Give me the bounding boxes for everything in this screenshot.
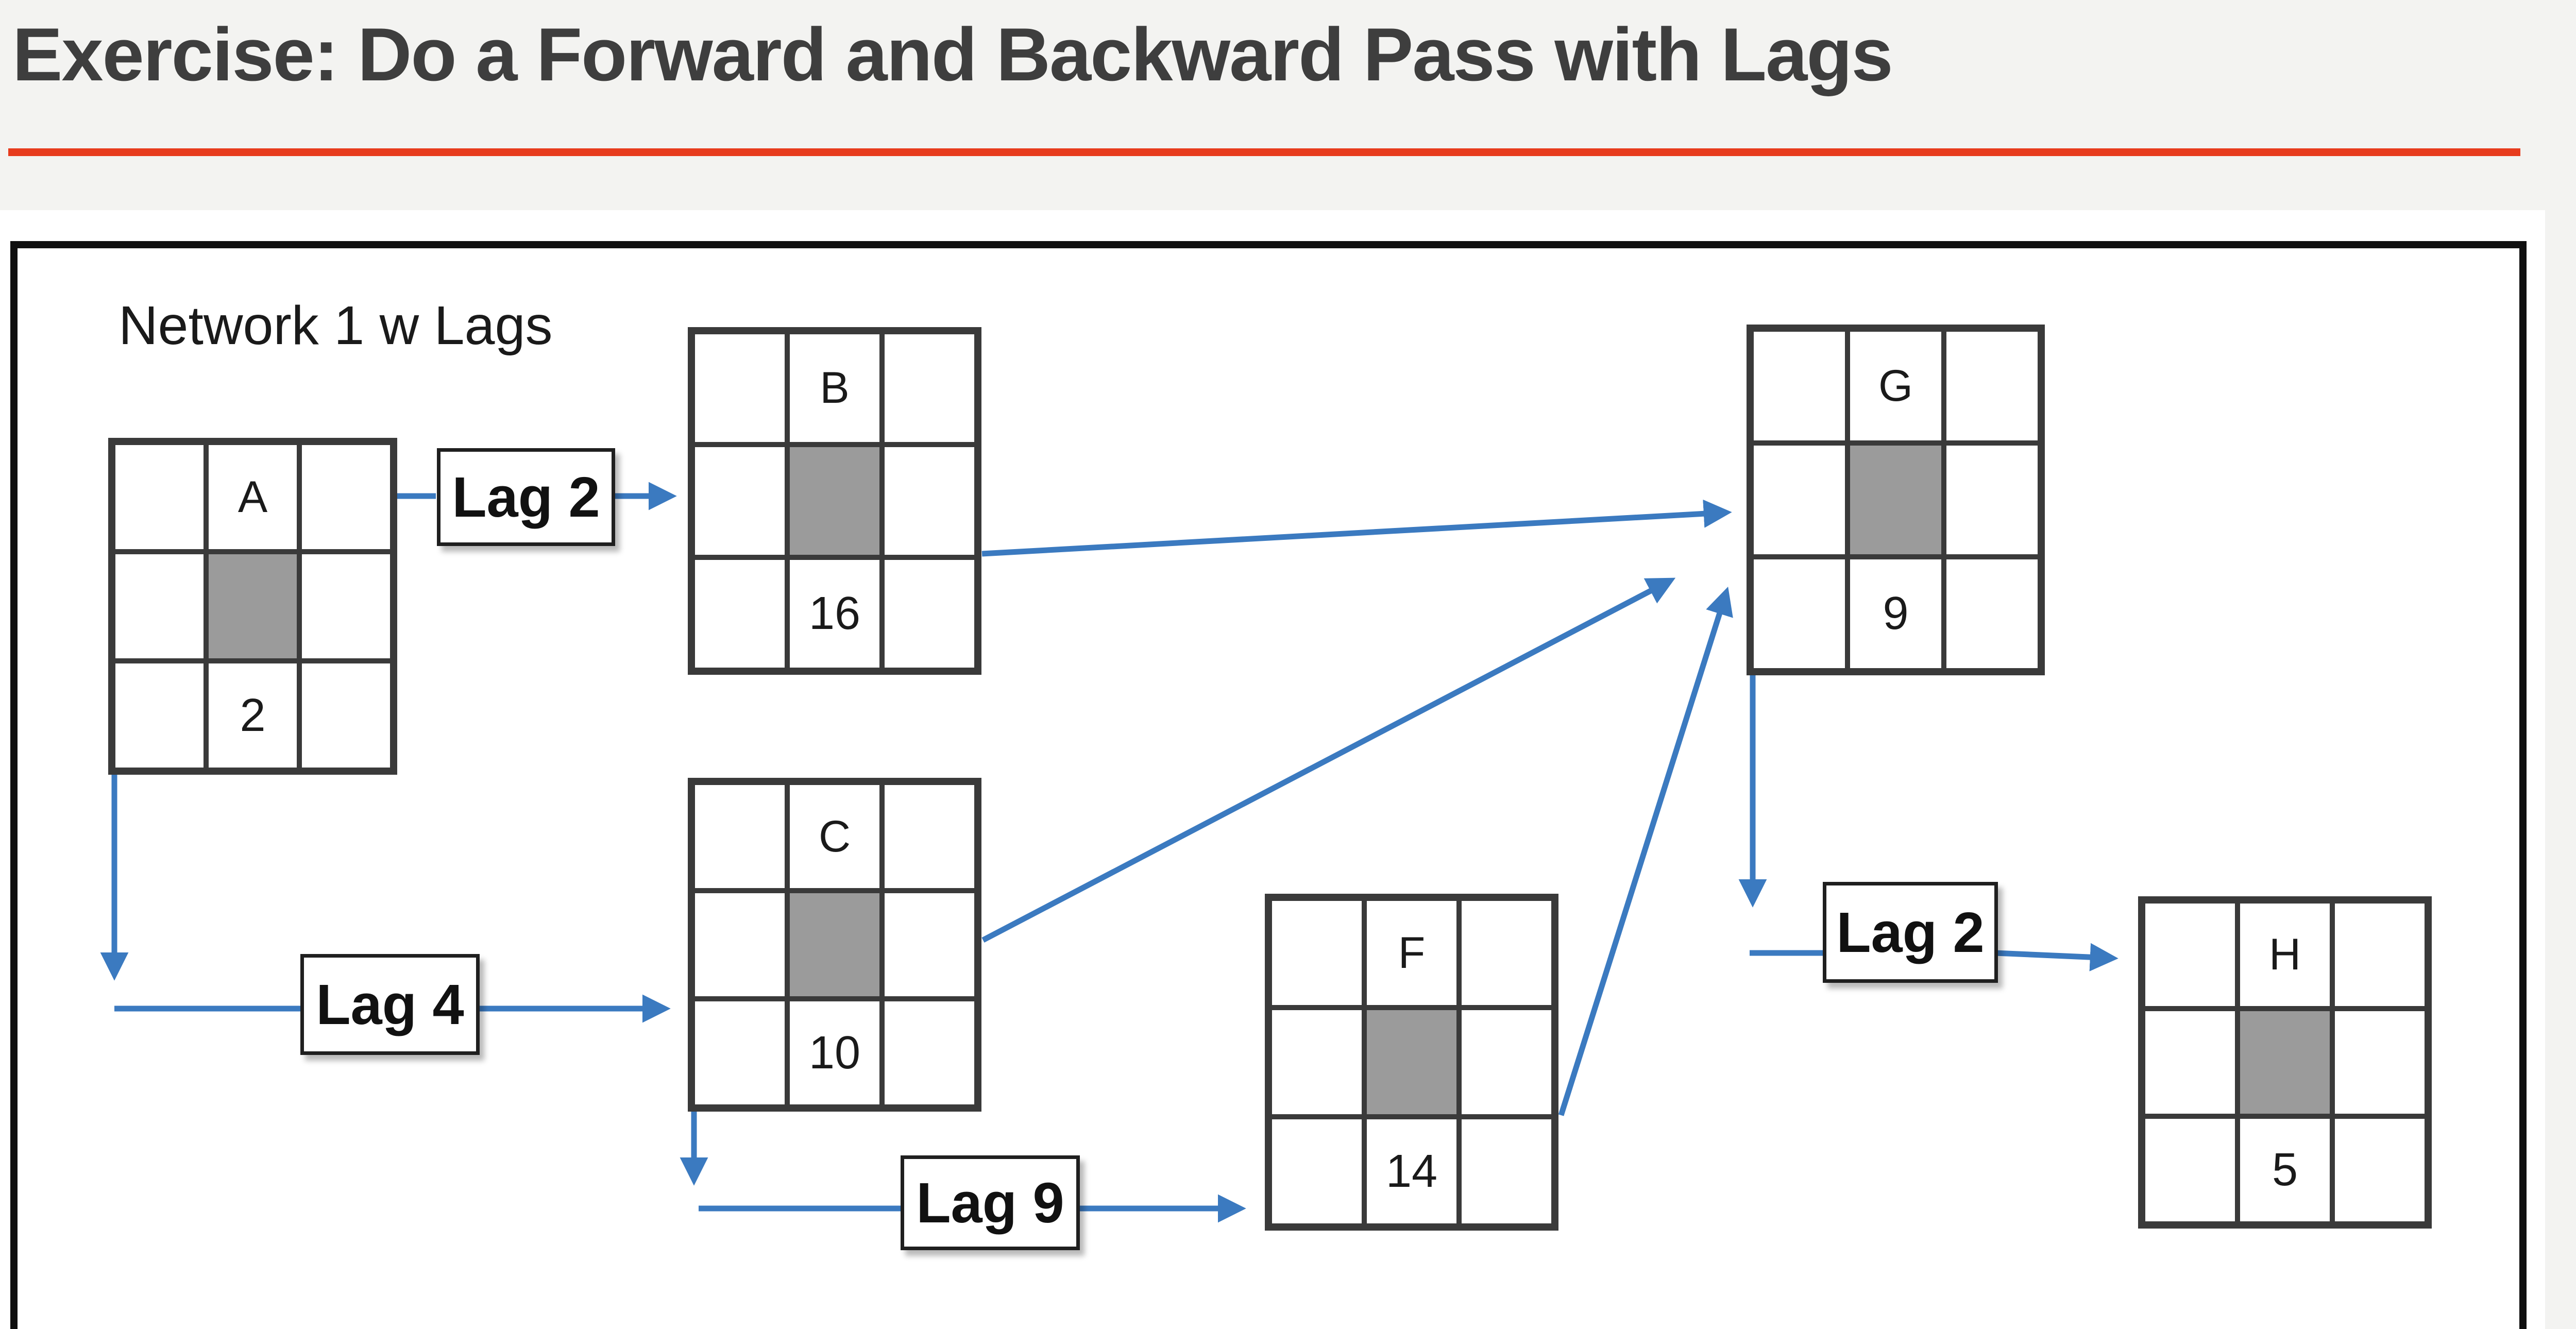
node-cell [1269,1008,1364,1117]
node-center-cell [787,891,882,999]
node-activity-letter: G [1848,329,1944,443]
title-underline [8,148,2520,156]
node-F: F 14 [1265,894,1558,1231]
node-activity-letter: F [1364,898,1459,1008]
node-center-cell [1848,443,1944,557]
node-cell [1269,898,1364,1008]
node-cell [692,557,787,670]
connector-f-to-g [1558,586,1733,1116]
node-cell [1944,557,2040,671]
node-duration: 5 [2238,1116,2332,1224]
node-cell [299,442,393,552]
node-cell [882,557,977,670]
node-cell [882,999,977,1107]
node-cell [692,445,787,557]
lag-label: Lag 9 [901,1155,1080,1250]
lag-label: Lag 2 [437,448,615,546]
node-cell [299,552,393,661]
node-cell [2143,1116,2238,1224]
node-cell [2332,1009,2427,1116]
node-cell [882,445,977,557]
node-cell [692,332,787,445]
node-cell [692,999,787,1107]
lag-label-text: Lag 9 [916,1171,1064,1235]
node-activity-letter: C [787,782,882,891]
node-duration: 16 [787,557,882,670]
node-cell [2143,1009,2238,1116]
node-cell [113,442,206,552]
node-cell [1944,329,2040,443]
lag-label: Lag 2 [1823,882,1998,983]
connector-b-to-g [981,499,1732,557]
node-cell [2332,901,2427,1009]
node-cell [1944,443,2040,557]
node-C: C 10 [688,778,981,1112]
node-center-cell [787,445,882,557]
node-center-cell [2238,1009,2332,1116]
node-H: H 5 [2138,896,2432,1229]
node-activity-letter: A [206,442,299,552]
node-duration: 10 [787,999,882,1107]
node-G: G 9 [1747,325,2045,675]
node-cell [882,332,977,445]
node-cell [692,891,787,999]
network-label: Network 1 w Lags [118,295,553,356]
node-cell [113,661,206,770]
connector-lag2-to-h [1994,943,2119,972]
node-duration: 9 [1848,557,1944,671]
node-cell [1751,329,1848,443]
lag-label-text: Lag 4 [316,973,464,1036]
node-cell [1459,898,1554,1008]
node-cell [882,782,977,891]
node-center-cell [206,552,299,661]
node-cell [1459,1117,1554,1226]
lag-label: Lag 4 [300,954,480,1055]
node-cell [1751,443,1848,557]
lag-label-text: Lag 2 [1836,900,1985,964]
page-title: Exercise: Do a Forward and Backward Pass… [12,12,1893,96]
connector-c-to-g [981,577,1676,943]
node-center-cell [1364,1008,1459,1117]
node-duration: 2 [206,661,299,770]
node-A: A 2 [108,438,397,775]
node-cell [1459,1008,1554,1117]
node-B: B 16 [688,327,981,675]
node-cell [2332,1116,2427,1224]
node-cell [113,552,206,661]
node-cell [2143,901,2238,1009]
node-cell [299,661,393,770]
node-cell [692,782,787,891]
node-duration: 14 [1364,1117,1459,1226]
lag-label-text: Lag 2 [452,465,600,529]
node-cell [1269,1117,1364,1226]
node-cell [882,891,977,999]
node-activity-letter: H [2238,901,2332,1009]
node-cell [1751,557,1848,671]
node-activity-letter: B [787,332,882,445]
